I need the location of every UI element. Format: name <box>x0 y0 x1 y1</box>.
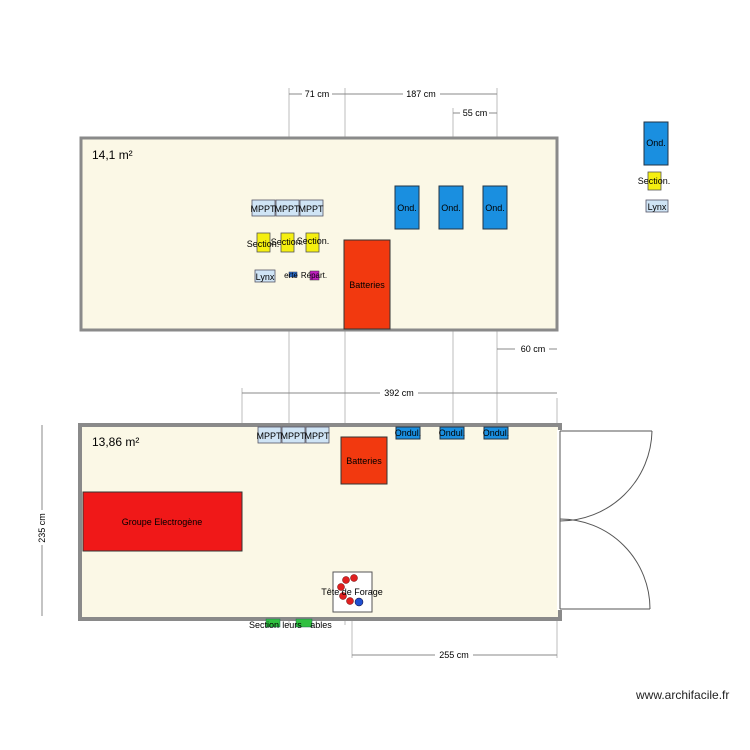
top-lynx-label: Lynx <box>256 272 275 282</box>
dimension-55: 55 cm <box>463 108 488 118</box>
bottom-ond-label-3: Ondul. <box>483 428 510 438</box>
dimension-255: 255 cm <box>439 650 469 660</box>
outside-lynx[interactable] <box>645 199 669 213</box>
generator-label: Groupe Electrogène <box>122 517 203 527</box>
bottom-mppt-label-2: MPPT <box>280 431 306 441</box>
bottom-ond-1[interactable] <box>395 426 421 440</box>
generator[interactable] <box>82 491 243 552</box>
dimension-392: 392 cm <box>384 388 414 398</box>
bottom-mppt-2[interactable] <box>281 426 306 444</box>
top-section-label-2: Section. <box>271 237 304 247</box>
top-mppt-label-2: MPPT <box>274 204 300 214</box>
top-mppt-group: MPPT MPPT MPPT <box>250 199 324 217</box>
outside-ond-label: Ond. <box>646 138 666 148</box>
bottom-ond-label-1: Ondul. <box>395 428 422 438</box>
top-small-label-2: Répart. <box>301 271 327 280</box>
dimension-235: 235 cm <box>37 513 47 543</box>
top-repart[interactable] <box>309 270 320 281</box>
dimension-lines <box>41 93 557 656</box>
dimension-187: 187 cm <box>406 89 436 99</box>
top-batteries-label: Batteries <box>349 280 385 290</box>
top-small-label-1: erte <box>284 271 298 280</box>
bottom-ond-3[interactable] <box>483 426 509 440</box>
forage-circles-icon <box>337 574 364 607</box>
bottom-batteries[interactable] <box>340 436 388 485</box>
top-mppt-1[interactable] <box>251 199 276 217</box>
top-section-2[interactable] <box>280 232 295 253</box>
top-section-1[interactable] <box>256 232 271 253</box>
outside-section[interactable] <box>647 171 662 191</box>
top-section-label-3: Section. <box>297 236 330 246</box>
green-item-1[interactable] <box>265 618 281 628</box>
bottom-ond-label-2: Ondul. <box>439 428 466 438</box>
green-item-2[interactable] <box>295 618 313 628</box>
dimension-71: 71 cm <box>305 89 330 99</box>
top-sections-group: Section. Section. Section. <box>247 232 330 253</box>
top-mppt-2[interactable] <box>275 199 300 217</box>
top-small-1[interactable] <box>288 271 298 278</box>
watermark: www.archifacile.fr <box>636 688 730 702</box>
bottom-mppt-label-1: MPPT <box>256 431 282 441</box>
top-mppt-3[interactable] <box>299 199 324 217</box>
outside-lynx-label: Lynx <box>648 202 667 212</box>
top-section-3[interactable] <box>305 232 320 253</box>
top-room-area: 14,1 m² <box>92 148 133 162</box>
top-lynx[interactable] <box>254 269 276 283</box>
top-ond-3[interactable] <box>482 185 508 230</box>
top-ond-label-2: Ond. <box>441 203 461 213</box>
bottom-room-area: 13,86 m² <box>92 435 139 449</box>
tete-de-forage-label: Tête de Forage <box>321 587 383 597</box>
bottom-mppt-3[interactable] <box>305 426 330 444</box>
bottom-mppt-label-3: MPPT <box>304 431 330 441</box>
bottom-batteries-label: Batteries <box>346 456 382 466</box>
double-door[interactable] <box>559 430 653 610</box>
under-label-3: ables <box>310 620 332 630</box>
outside-ond[interactable] <box>643 121 669 166</box>
top-mppt-label-3: MPPT <box>298 204 324 214</box>
top-ond-label-1: Ond. <box>397 203 417 213</box>
dimension-60: 60 cm <box>521 344 546 354</box>
under-label-2: leurs <box>282 620 302 630</box>
bottom-ond-2[interactable] <box>439 426 465 440</box>
outside-section-label: Section. <box>638 176 671 186</box>
top-ond-1[interactable] <box>394 185 420 230</box>
under-label-1: Section <box>249 620 279 630</box>
top-ond-2[interactable] <box>438 185 464 230</box>
top-mppt-label-1: MPPT <box>250 204 276 214</box>
bottom-mppt-1[interactable] <box>257 426 282 444</box>
top-batteries[interactable] <box>343 239 391 330</box>
top-section-label-1: Section. <box>247 239 280 249</box>
top-ond-label-3: Ond. <box>485 203 505 213</box>
